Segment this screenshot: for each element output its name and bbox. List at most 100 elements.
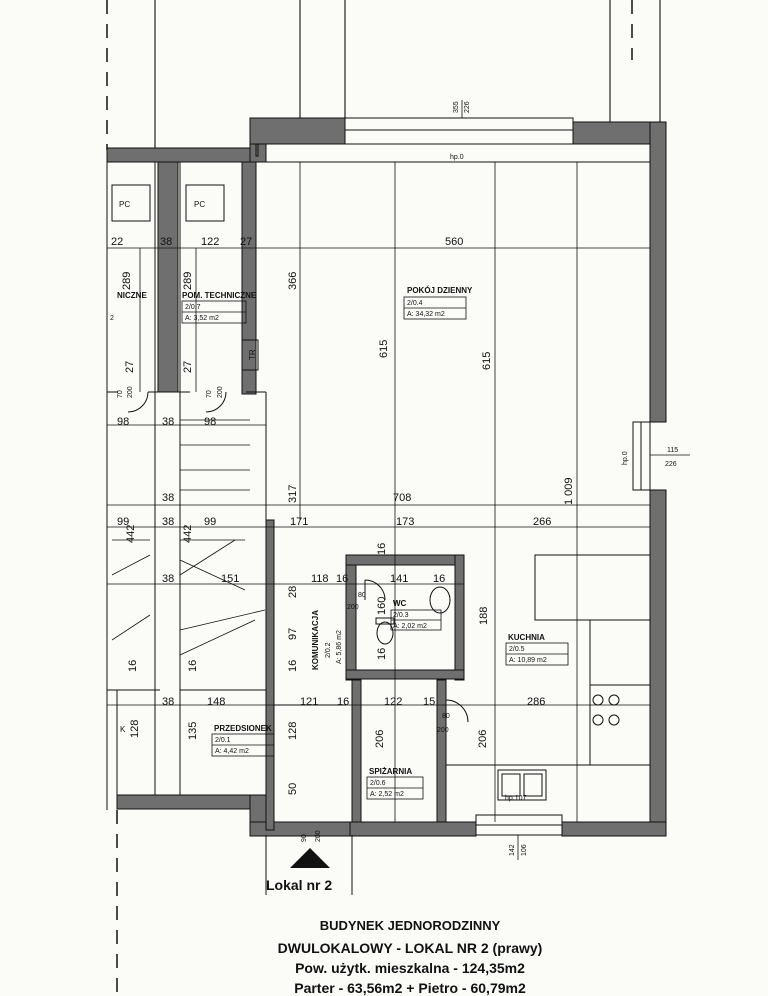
dim-text: 118 bbox=[311, 573, 329, 585]
room-wc: WC 2/0.3 A: 2,02 m2 bbox=[390, 599, 442, 631]
room-number: 2/0.2 bbox=[325, 642, 332, 658]
room-spizarnia: SPIŻARNIA 2/0.6 A: 2,52 m2 bbox=[366, 767, 424, 800]
hp0-right-label: hp.0 bbox=[622, 451, 629, 465]
dim-text: 38 bbox=[162, 696, 174, 708]
room-area: A: 5,86 m2 bbox=[336, 630, 343, 664]
room-name: KOMUNIKACJA bbox=[311, 610, 320, 670]
dim-text: 80 bbox=[442, 713, 450, 720]
room-name: WC bbox=[393, 599, 407, 608]
room-area: A: 3,52 m2 bbox=[185, 315, 219, 322]
dim-text: 97 bbox=[287, 628, 299, 640]
dim-text: 355 bbox=[453, 101, 460, 113]
dim-text: 200 bbox=[217, 386, 224, 398]
room-area: A: 2,02 m2 bbox=[393, 623, 427, 630]
dimension-lines bbox=[107, 100, 690, 860]
dim-text: 38 bbox=[162, 573, 174, 585]
dim-text: 16 bbox=[376, 543, 388, 555]
room-tech-left: NICZNE 2 bbox=[110, 291, 147, 322]
room-number: 2/0.4 bbox=[407, 300, 423, 307]
dim-row2: 98 38 98 bbox=[117, 416, 216, 428]
dim-text: 38 bbox=[162, 416, 174, 428]
dim-text: 16 bbox=[376, 648, 388, 660]
dim-text: 50 bbox=[287, 783, 299, 795]
dim-text: 266 bbox=[533, 516, 551, 528]
entrance-arrow-icon bbox=[290, 848, 330, 868]
dim-text: 16 bbox=[336, 573, 348, 585]
dim-text: 206 bbox=[374, 730, 386, 748]
room-name: POM. TECHNICZNE bbox=[182, 291, 257, 300]
caption-title: BUDYNEK JEDNORODZINNY bbox=[319, 918, 501, 933]
dim-text: 200 bbox=[437, 727, 449, 734]
dim-row6: 38 148 121 16 122 15 286 bbox=[162, 696, 545, 708]
dim-text: 289 bbox=[121, 272, 133, 290]
dim-text: 98 bbox=[117, 416, 129, 428]
dim-text: 366 bbox=[287, 272, 299, 290]
windows bbox=[344, 117, 651, 836]
dim-text: 99 bbox=[204, 516, 216, 528]
dim-text: 135 bbox=[187, 722, 199, 740]
dim-text: 16 bbox=[337, 696, 349, 708]
dim-row3: 38 708 bbox=[162, 492, 411, 504]
hp107-label: hp.107 bbox=[505, 795, 527, 802]
door-dims: 80 200 80 200 90 200 bbox=[301, 592, 450, 842]
caption-area-total: Pow. użytk. mieszkalna - 124,35m2 bbox=[295, 960, 525, 976]
dim-text: 206 bbox=[477, 730, 489, 748]
dim-text: 38 bbox=[160, 236, 172, 248]
dim-text: 171 bbox=[290, 516, 308, 528]
room-name: PRZEDSIONEK bbox=[214, 724, 272, 733]
dim-text: 80 bbox=[358, 592, 366, 599]
dim-text: 286 bbox=[527, 696, 545, 708]
dim-text: 200 bbox=[347, 604, 359, 611]
dim-text: 106 bbox=[521, 844, 528, 856]
pc-label-right: PC bbox=[194, 200, 205, 209]
dim-text: 38 bbox=[162, 516, 174, 528]
interior-lines bbox=[106, 143, 651, 810]
room-komunikacja: KOMUNIKACJA 2/0.2 A: 5,86 m2 bbox=[311, 610, 343, 670]
dim-text: 148 bbox=[207, 696, 225, 708]
dim-text: 122 bbox=[201, 236, 219, 248]
dim-text: 16 bbox=[127, 660, 139, 672]
dim-text: 16 bbox=[287, 660, 299, 672]
dim-text: 442 bbox=[125, 525, 137, 543]
dim-text: 16 bbox=[187, 660, 199, 672]
dim-text: 27 bbox=[182, 361, 194, 373]
dim-text: 16 bbox=[433, 573, 445, 585]
doors bbox=[127, 391, 469, 895]
caption-subtitle: DWULOKALOWY - LOKAL NR 2 (prawy) bbox=[277, 940, 543, 956]
dim-text: 200 bbox=[127, 386, 134, 398]
dim-text: 128 bbox=[287, 722, 299, 740]
dim-text: 70 bbox=[117, 390, 124, 398]
dim-text: 289 bbox=[182, 272, 194, 290]
dim-row4: 99 38 99 171 173 266 bbox=[117, 516, 551, 528]
dim-text: 1 009 bbox=[563, 477, 575, 505]
unit-label: Lokal nr 2 bbox=[266, 877, 333, 893]
room-name: SPIŻARNIA bbox=[369, 767, 412, 776]
dim-text: 141 bbox=[390, 573, 408, 585]
room-number: 2/0.3 bbox=[393, 612, 409, 619]
dim-text: 160 bbox=[376, 597, 388, 615]
dim-text: 70 bbox=[206, 390, 213, 398]
pc-labels: PC PC bbox=[119, 200, 205, 209]
dim-text: 188 bbox=[478, 607, 490, 625]
room-number: 2/0.1 bbox=[215, 737, 231, 744]
k-label: K bbox=[120, 725, 126, 734]
room-area: A: 4,42 m2 bbox=[215, 748, 249, 755]
room-tech: POM. TECHNICZNE 2/0.7 A: 3,52 m2 bbox=[181, 291, 257, 324]
dim-text: 22 bbox=[111, 236, 123, 248]
dim-text: 142 bbox=[509, 844, 516, 856]
dim-text: 28 bbox=[287, 586, 299, 598]
dim-text: 708 bbox=[393, 492, 411, 504]
upper-context-lines bbox=[154, 0, 661, 148]
caption-area-floors: Parter - 63,56m2 + Pietro - 60,79m2 bbox=[294, 980, 526, 996]
dim-text: 128 bbox=[129, 720, 141, 738]
dim-text: 200 bbox=[315, 830, 322, 842]
dim-text: 99 bbox=[117, 516, 129, 528]
dim-text: 226 bbox=[665, 461, 677, 468]
site-dashed-lines bbox=[106, 0, 633, 995]
dim-text: 27 bbox=[240, 236, 252, 248]
dim-text: 15 bbox=[423, 696, 435, 708]
room-kuchnia: KUCHNIA 2/0.5 A: 10,89 m2 bbox=[505, 633, 569, 666]
dim-text: 442 bbox=[182, 525, 194, 543]
dim-text: 226 bbox=[464, 101, 471, 113]
